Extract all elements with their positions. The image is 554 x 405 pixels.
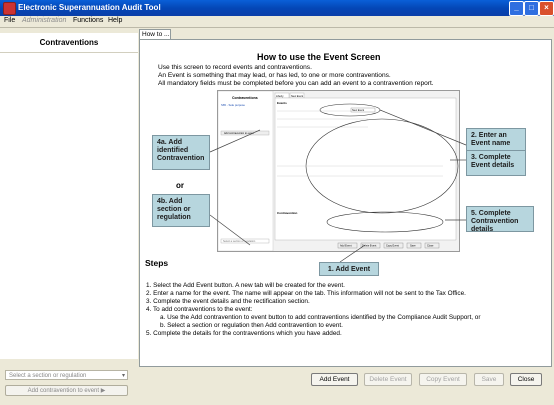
- callout-add-event: 1. Add Event: [319, 262, 379, 276]
- window-title: Electronic Superannuation Audit Tool: [18, 3, 161, 12]
- menu-help[interactable]: Help: [108, 17, 123, 24]
- sidebar: Contraventions Select a section or regul…: [0, 28, 138, 404]
- preview-contravention-label: Contravention: [277, 211, 298, 215]
- preview-tab-1: Liberty: [276, 95, 284, 98]
- intro-line-3: All mandatory fields must be completed b…: [158, 80, 434, 87]
- step-5: 5. Complete the details for the contrave…: [146, 330, 342, 337]
- callout-add-identified-contravention: 4a. Add identified Contravention: [152, 135, 210, 170]
- preview-button-save: Save: [410, 245, 416, 248]
- intro-line-1: Use this screen to record events and con…: [158, 64, 312, 71]
- add-event-button[interactable]: Add Event: [311, 373, 358, 386]
- page-title: How to use the Event Screen: [257, 52, 381, 62]
- steps-heading: Steps: [145, 258, 169, 268]
- preview-button-add-event: Add Event: [340, 245, 352, 248]
- callout-or: or: [176, 181, 184, 190]
- menu-administration: Administration: [22, 17, 67, 24]
- preview-events-label: Events: [277, 101, 287, 105]
- sidebar-title: Contraventions: [39, 38, 99, 47]
- title-bar: Electronic Superannuation Audit Tool _ □…: [0, 0, 554, 16]
- callout-complete-event-details: 3. Complete Event details: [466, 150, 526, 176]
- arrow-right-icon: ▶: [100, 388, 106, 394]
- intro-line-2: An Event is something that may lead, or …: [158, 72, 391, 79]
- section-select-value: Select a section or regulation: [9, 373, 87, 379]
- chevron-down-icon: ▾: [121, 373, 125, 379]
- preview-left-button: Add contravention to event: [224, 132, 254, 135]
- save-button[interactable]: Save: [474, 373, 504, 386]
- status-bar: [0, 396, 554, 405]
- preview-left-item: S65 - Sole purpose: [221, 103, 245, 107]
- preview-button-delete-event: Delete Event: [362, 245, 377, 248]
- add-contravention-button[interactable]: Add contravention to event ▶: [5, 385, 128, 396]
- callout-enter-event-name: 2. Enter an Event name: [466, 128, 526, 152]
- step-4b: b. Select a section or regulation then A…: [160, 322, 343, 329]
- preview-event-name: New Event: [352, 109, 364, 112]
- callout-complete-contravention-details: 5. Complete Contravention details: [466, 206, 534, 233]
- maximize-button[interactable]: □: [524, 1, 539, 16]
- preview-button-copy-event: Copy Event: [386, 245, 399, 248]
- app-icon: [3, 2, 16, 15]
- menu-functions[interactable]: Functions: [73, 17, 104, 24]
- step-1: 1. Select the Add Event button. A new ta…: [146, 282, 345, 289]
- tab-how-to[interactable]: How to ...: [139, 29, 171, 39]
- step-4: 4. To add contraventions to the event:: [146, 306, 253, 313]
- callout-add-section: 4b. Add section or regulation: [152, 194, 210, 227]
- step-3: 3. Complete the event details and the re…: [146, 298, 310, 305]
- preview-graphic: Contraventions S65 - Sole purpose Add co…: [217, 90, 459, 252]
- preview-button-close: Close: [427, 245, 434, 248]
- menu-file[interactable]: File: [4, 17, 16, 24]
- contraventions-list: [0, 53, 138, 359]
- preview-tab-2: New Event: [291, 95, 303, 98]
- sidebar-header: Contraventions: [0, 33, 138, 53]
- close-window-button[interactable]: ×: [539, 1, 554, 16]
- how-to-panel: How to use the Event Screen Use this scr…: [139, 39, 552, 367]
- minimize-button[interactable]: _: [509, 1, 524, 16]
- step-2: 2. Enter a name for the event. The name …: [146, 290, 466, 297]
- copy-event-button[interactable]: Copy Event: [419, 373, 467, 386]
- preview-left-select: Select a section or regulation: [223, 240, 256, 243]
- step-4a: a. Use the Add contravention to event bu…: [160, 314, 481, 321]
- menu-bar: File Administration Functions Help: [0, 16, 554, 28]
- event-screen-preview: Contraventions S65 - Sole purpose Add co…: [217, 90, 460, 252]
- preview-left-title: Contraventions: [232, 96, 258, 100]
- section-select[interactable]: Select a section or regulation ▾: [5, 370, 128, 380]
- close-button[interactable]: Close: [510, 373, 542, 386]
- add-contravention-label: Add contravention to event: [27, 388, 100, 394]
- delete-event-button[interactable]: Delete Event: [364, 373, 412, 386]
